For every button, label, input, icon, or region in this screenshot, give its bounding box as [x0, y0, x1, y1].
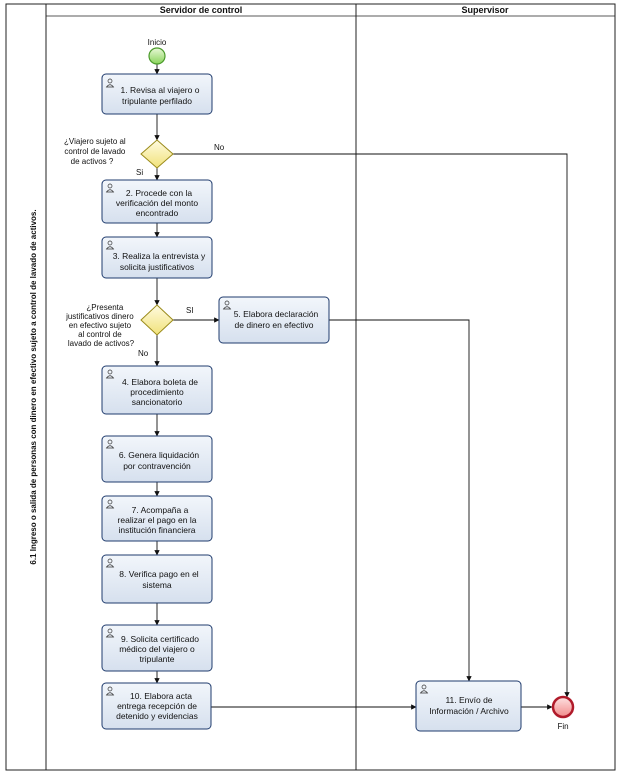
user-icon	[105, 240, 115, 250]
task-8-line-2: sistema	[142, 580, 172, 590]
user-icon	[419, 684, 429, 694]
task-2-line-1: 2. Procede con la	[126, 188, 192, 198]
user-icon	[105, 78, 115, 88]
task-3-line-2: solicita justificativos	[120, 262, 194, 272]
gateway-2-line-2: justificativos dinero	[65, 312, 134, 321]
user-icon	[105, 183, 115, 193]
task-11-line-2: Información / Archivo	[429, 706, 509, 716]
task-7-line-3: institución financiera	[118, 525, 195, 535]
gateway-2-line-3: en efectivo sujeto	[69, 321, 132, 330]
user-icon	[105, 499, 115, 509]
task-10-line-2: entrega recepción de	[117, 701, 197, 711]
task-2-line-3: encontrado	[136, 208, 179, 218]
task-7-line-2: realizar el pago en la	[118, 515, 197, 525]
end-event: Fin	[551, 695, 575, 731]
task-7-line-1: 7. Acompaña a	[132, 505, 189, 515]
start-event: Inicio	[148, 38, 167, 65]
gateway-2-yes-label: SI	[186, 306, 194, 315]
task-10-line-1: 10. Elabora acta	[130, 691, 192, 701]
gateway-1-line-1: ¿Viajero sujeto al	[64, 137, 126, 146]
gateway-2-line-4: al control de	[78, 330, 122, 339]
lane-title-servidor: Servidor de control	[160, 5, 243, 15]
svg-text:¿Presenta justificativos: ¿Presenta justificativos dinero en efect…	[65, 303, 136, 348]
task-1-line-2: tripulante perfilado	[122, 96, 192, 106]
user-icon	[105, 369, 115, 379]
user-icon	[222, 300, 232, 310]
task-11-line-1: 11. Envío de	[445, 695, 492, 705]
task-8-line-1: 8. Verifica pago en el	[119, 569, 199, 579]
gateway-1-line-2: control de lavado	[64, 147, 125, 156]
gateway-2-line-1: ¿Presenta	[86, 303, 123, 312]
task-5-line-2: de dinero en efectivo	[235, 320, 314, 330]
user-icon	[105, 439, 115, 449]
task-6-line-1: 6. Genera liquidación	[119, 450, 200, 460]
pool: 6.1 Ingreso o salida de personas con din…	[5, 3, 616, 771]
task-1-line-1: 1. Revisa al viajero o	[121, 85, 200, 95]
gateway-1-line-3: de activos ?	[71, 157, 114, 166]
connectors	[154, 64, 570, 710]
end-label: Fin	[557, 722, 568, 731]
task-4-line-1: 4. Elabora boleta de	[122, 377, 198, 387]
user-icon	[105, 628, 115, 638]
user-icon	[105, 686, 115, 696]
task-2-line-2: verificación del monto	[116, 198, 198, 208]
start-label: Inicio	[148, 38, 167, 47]
gateway-2-no-label: No	[138, 349, 149, 358]
gateway-2-line-5: lavado de activos?	[68, 339, 135, 348]
task-9-line-3: tripulante	[140, 654, 175, 664]
task-6-line-2: por contravención	[123, 461, 191, 471]
task-9-line-2: médico del viajero o	[119, 644, 195, 654]
user-icon	[105, 558, 115, 568]
task-3-line-1: 3. Realiza la entrevista y	[113, 251, 206, 261]
pool-title: 6.1 Ingreso o salida de personas con din…	[29, 209, 38, 564]
gateway-1-yes-label: Si	[136, 168, 143, 177]
lane-title-supervisor: Supervisor	[461, 5, 509, 15]
gateway-2: ¿Presenta justificativos dinero en efect…	[65, 303, 193, 358]
task-4-line-3: sancionatorio	[132, 397, 183, 407]
task-5-line-1: 5. Elabora declaración	[234, 309, 319, 319]
task-4-line-2: procedimiento	[130, 387, 184, 397]
gateway-1: ¿Viajero sujeto al control de lavado de …	[64, 137, 225, 177]
gateway-1-no-label: No	[214, 143, 225, 152]
task-10-line-3: detenido y evidencias	[116, 711, 198, 721]
task-9-line-1: 9. Solicita certificado	[121, 634, 199, 644]
svg-text:¿Viajero sujeto al contr: ¿Viajero sujeto al control de lavado de …	[64, 137, 128, 166]
